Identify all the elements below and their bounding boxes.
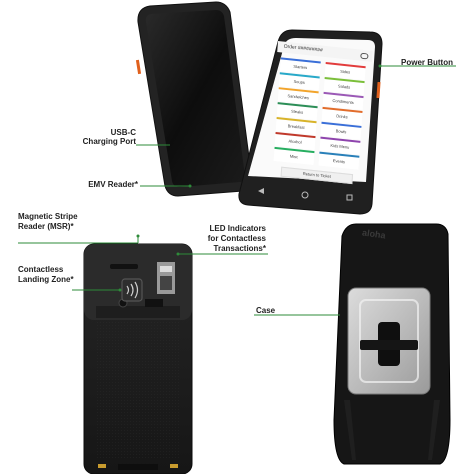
- label-led-line2: for Contactless: [207, 234, 266, 243]
- marker-power: [378, 64, 382, 68]
- recents-nav-icon: [346, 194, 353, 201]
- contactless-icon: [121, 278, 143, 302]
- cloud-icon: [360, 52, 369, 60]
- menu-item-misc[interactable]: Misc: [273, 146, 315, 166]
- label-led-line1: LED Indicators: [209, 224, 266, 233]
- label-msr-line1: Magnetic Stripe: [18, 212, 78, 221]
- home-nav-icon: [301, 191, 309, 199]
- back-nav-icon: [258, 188, 264, 194]
- marker-msr: [136, 234, 140, 238]
- marker-led: [176, 252, 180, 256]
- menu-item-events[interactable]: Events: [318, 151, 360, 170]
- phone-front-off: [135, 1, 253, 197]
- device-back: [83, 243, 193, 474]
- label-case: Case: [256, 306, 276, 315]
- device-case: [333, 223, 451, 465]
- label-contactless-line1: Contactless: [18, 265, 64, 274]
- label-msr-line2: Reader (MSR)*: [18, 222, 74, 231]
- label-power-button: Power Button: [401, 58, 453, 67]
- order-title: Order #########: [283, 43, 323, 54]
- marker-emv: [188, 184, 192, 188]
- leader-lines: [18, 65, 456, 316]
- label-usbc-line1: USB-C: [110, 128, 136, 137]
- label-contactless-line2: Landing Zone*: [18, 275, 74, 284]
- label-usbc-line2: Charging Port: [82, 137, 136, 146]
- label-led-line3: Transactions*: [213, 244, 266, 253]
- label-emv-reader: EMV Reader*: [88, 180, 138, 189]
- marker-contactless: [118, 288, 122, 292]
